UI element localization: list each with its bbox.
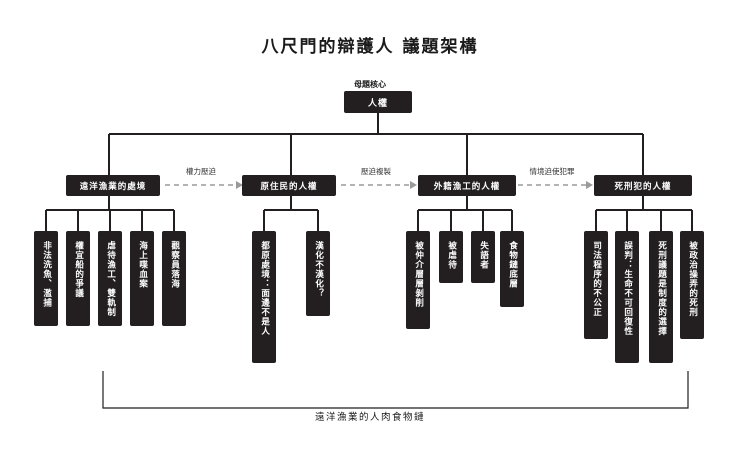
tree-connectors	[45, 113, 693, 231]
leaf-label: 被政治操弄的死刑	[687, 241, 698, 317]
leaf-node: 誤判：生命不可回復性	[615, 231, 639, 363]
leaf-label: 虐待漁工、雙軌制	[105, 241, 116, 317]
category-label: 死刑犯的人權	[614, 181, 672, 192]
leaf-label: 權宜船的爭議	[73, 241, 84, 298]
leaf-node: 漢化不漢化？	[306, 231, 330, 316]
leaf-label: 司法程序的不公正	[591, 241, 602, 317]
leaf-node: 被虐待	[439, 231, 463, 283]
leaf-node: 食物鏈底層	[500, 231, 524, 307]
leaf-node: 被仲介層層剝削	[406, 231, 430, 329]
page-title: 八尺門的辯護人 議題架構	[261, 37, 479, 57]
leaf-node: 觀察員落海	[162, 231, 186, 326]
category-label: 外籍漁工的人權	[433, 181, 501, 192]
bottom-caption: 遠洋漁業的人肉食物鏈	[314, 412, 425, 423]
root-caption: 母題核心	[354, 79, 386, 89]
bottom-bracket	[102, 371, 689, 409]
leaf-label: 食物鏈底層	[507, 241, 518, 289]
leaf-label: 非法洗魚、濫捕	[41, 241, 52, 308]
leaf-node: 都原處境：面邊不是人	[252, 231, 276, 363]
leaf-label: 觀察員落海	[169, 241, 180, 289]
category-node-death-row: 死刑犯的人權	[594, 175, 692, 196]
leaf-label: 誤判：生命不可回復性	[622, 241, 633, 336]
leaf-node: 失語者	[471, 231, 495, 283]
category-node-indigenous: 原住民的人權	[242, 175, 336, 196]
leaf-node: 司法程序的不公正	[584, 231, 608, 339]
leaf-label: 死刑議題是制度的選擇	[656, 241, 667, 336]
category-label: 遠洋漁業的處境	[79, 181, 147, 192]
leaf-node: 非法洗魚、濫捕	[34, 231, 58, 326]
leaf-node: 權宜船的爭議	[66, 231, 90, 326]
leaf-node: 海上喋血案	[130, 231, 154, 326]
leaf-label: 被虐待	[446, 241, 457, 270]
category-label: 原住民的人權	[260, 181, 318, 192]
category-node-migrant-workers: 外籍漁工的人權	[418, 175, 516, 196]
relation-label: 情境迫使犯罪	[529, 167, 575, 176]
root-node: 人權	[344, 91, 412, 113]
relation-label: 壓迫複製	[361, 167, 391, 176]
leaf-label: 失語者	[478, 241, 489, 270]
leaf-label: 被仲介層層剝削	[413, 241, 424, 308]
leaf-label: 都原處境：面邊不是人	[259, 241, 270, 336]
leaf-node: 死刑議題是制度的選擇	[649, 231, 673, 363]
relation-label: 權力壓迫	[186, 167, 216, 176]
category-node-fishery: 遠洋漁業的處境	[66, 175, 160, 196]
leaf-node: 被政治操弄的死刑	[680, 231, 704, 339]
leaf-label: 漢化不漢化？	[313, 241, 324, 298]
leaf-label: 海上喋血案	[137, 241, 148, 289]
arrow-heads	[236, 181, 593, 189]
root-node-label: 人權	[367, 98, 388, 109]
leaf-node: 虐待漁工、雙軌制	[98, 231, 122, 326]
